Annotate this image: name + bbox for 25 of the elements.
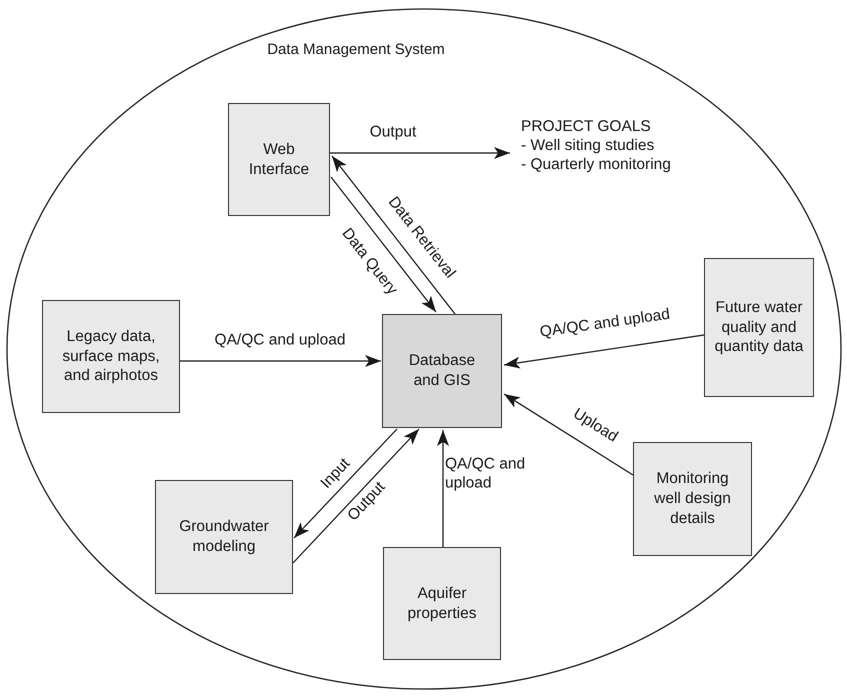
arrow xyxy=(332,156,456,314)
edge-label: QA/QC and upload xyxy=(538,306,672,342)
arrow xyxy=(294,428,398,538)
process-box: Future water quality and quantity data xyxy=(704,258,814,397)
system-ellipse xyxy=(6,8,842,690)
system-title: Data Management System xyxy=(266,41,446,58)
process-box: Monitoring well design details xyxy=(633,442,752,556)
process-box: Database and GIS xyxy=(382,314,502,428)
arrow xyxy=(437,430,449,547)
goals-heading: PROJECT GOALS xyxy=(521,118,652,137)
process-box: Web Interface xyxy=(228,103,330,216)
process-box: Groundwater modeling xyxy=(155,480,293,594)
arrow xyxy=(504,394,634,476)
arrow xyxy=(330,176,436,312)
edge-label: QA/QC and upload xyxy=(445,455,526,493)
arrow xyxy=(330,147,510,159)
edge-label: Output xyxy=(370,124,416,142)
edge-label: QA/QC and upload xyxy=(214,332,346,350)
goal-item: - Quarterly monitoring xyxy=(521,156,671,175)
arrow xyxy=(292,428,420,564)
arrow xyxy=(504,334,704,369)
process-box: Legacy data, surface maps, and airphotos xyxy=(42,300,180,413)
goal-item: - Well siting studies xyxy=(521,136,656,156)
arrow xyxy=(180,355,381,367)
process-box: Aquifer properties xyxy=(383,547,501,660)
